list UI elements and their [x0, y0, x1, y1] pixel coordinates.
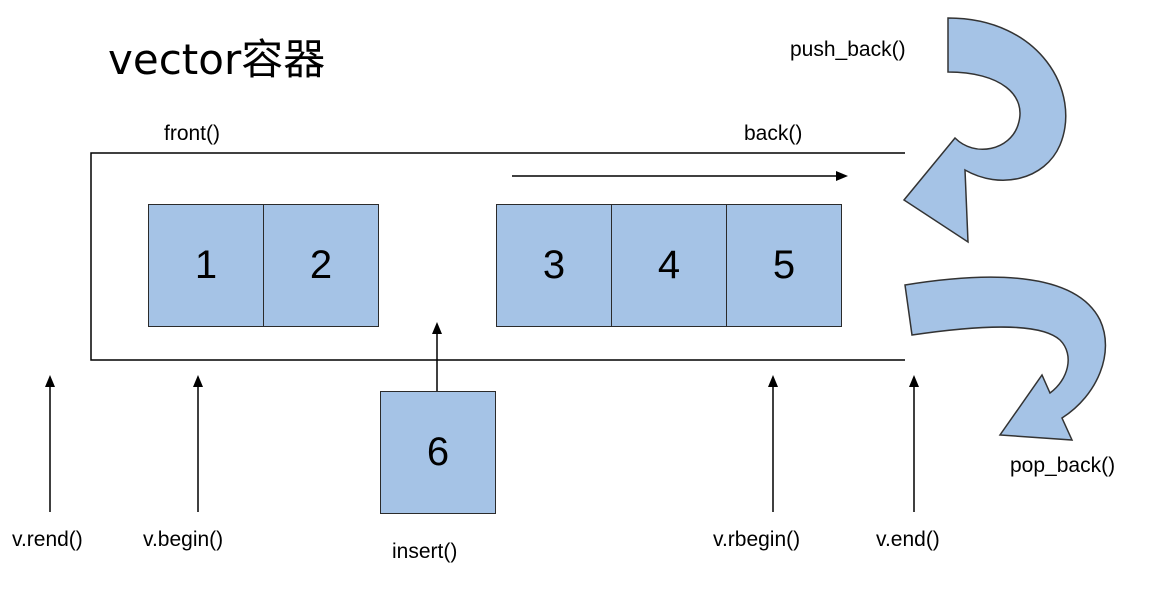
- vector-cell-1: 1: [148, 204, 264, 327]
- push-back-curved-arrow: [902, 17, 1067, 244]
- begin-label: v.begin(): [143, 528, 224, 551]
- push-back-label: push_back(): [790, 38, 906, 61]
- pop-back-curved-arrow: [904, 276, 1107, 441]
- rend-label: v.rend(): [12, 528, 83, 551]
- vector-cell-5: 5: [726, 204, 842, 327]
- vector-cell-3: 3: [496, 204, 612, 327]
- vector-cell-4: 4: [611, 204, 727, 327]
- insert-cell-6: 6: [380, 391, 496, 514]
- end-label: v.end(): [876, 528, 940, 551]
- container-frame: [90, 152, 905, 361]
- rbegin-label: v.rbegin(): [713, 528, 801, 551]
- insert-label: insert(): [392, 540, 458, 563]
- pop-back-label: pop_back(): [1010, 454, 1116, 477]
- vector-cell-2: 2: [263, 204, 379, 327]
- front-label: front(): [164, 122, 221, 145]
- diagram-title: vector容器: [108, 35, 326, 84]
- back-label: back(): [744, 122, 803, 145]
